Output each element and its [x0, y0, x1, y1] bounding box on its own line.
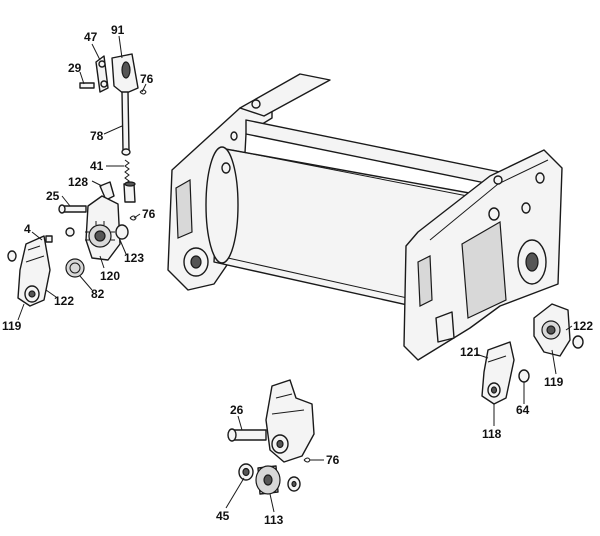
callout-122: 122	[54, 294, 74, 308]
callout-122: 122	[573, 319, 593, 333]
upper-lever-assembly	[7, 53, 147, 307]
callout-64: 64	[516, 403, 530, 417]
main-frame	[167, 73, 563, 361]
leader-lines	[17, 35, 573, 513]
callout-4: 4	[24, 222, 31, 236]
callout-119: 119	[2, 319, 22, 333]
callout-82: 82	[91, 287, 105, 301]
callout-47: 47	[84, 30, 98, 44]
right-lever-assembly	[481, 303, 584, 405]
callout-labels: 47 91 29 76 78 41 128 25 76 4 123 120 82…	[2, 23, 593, 527]
callout-78: 78	[90, 129, 104, 143]
callout-91: 91	[111, 23, 125, 37]
callout-76: 76	[142, 207, 156, 221]
callout-76: 76	[326, 453, 340, 467]
callout-29: 29	[68, 61, 82, 75]
callout-45: 45	[216, 509, 230, 523]
lower-roller-assembly	[227, 379, 315, 495]
callout-123: 123	[124, 251, 144, 265]
callout-26: 26	[230, 403, 244, 417]
callout-41: 41	[90, 159, 104, 173]
callout-113: 113	[264, 513, 284, 527]
callout-76: 76	[140, 72, 154, 86]
callout-118: 118	[482, 427, 502, 441]
callout-128: 128	[68, 175, 88, 189]
callout-25: 25	[46, 189, 60, 203]
callout-120: 120	[100, 269, 120, 283]
callout-119: 119	[544, 375, 564, 389]
callout-121: 121	[460, 345, 480, 359]
